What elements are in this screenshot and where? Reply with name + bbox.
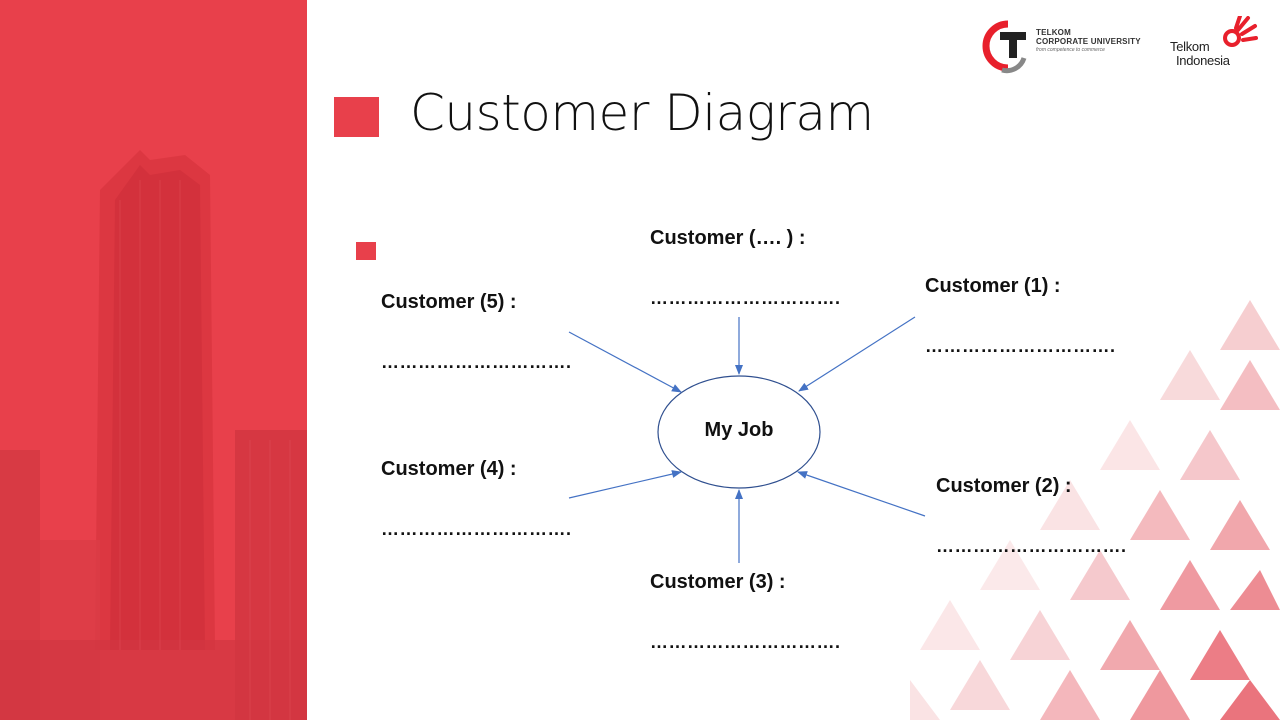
customer-top-label: Customer (…. ) : — [650, 227, 806, 249]
title-accent-square — [334, 97, 379, 137]
customer-3-label: Customer (3) : — [650, 571, 786, 593]
telkom-indonesia-hand-icon — [1223, 16, 1258, 47]
my-job-label: My Job — [704, 419, 774, 441]
ti-line1: Telkom — [1170, 39, 1210, 54]
customer-3-value: …………………………. — [650, 632, 841, 652]
arrow-c5 — [568, 331, 682, 393]
customer-5-label: Customer (5) : — [381, 291, 517, 313]
arrow-c4 — [568, 470, 682, 499]
telkom-indonesia-logo: Telkom Indonesia — [1170, 40, 1230, 68]
ti-line2: Indonesia — [1176, 53, 1230, 68]
customer-4-label: Customer (4) : — [381, 458, 517, 480]
customer-2-label: Customer (2) : — [936, 475, 1072, 497]
customer-top-value: …………………………. — [650, 288, 841, 308]
left-decorative-panel — [0, 0, 307, 720]
building-silhouette-image — [0, 0, 307, 720]
arrow-c2 — [797, 471, 926, 517]
customer-1-label: Customer (1) : — [925, 275, 1061, 297]
tcu-line1: TELKOM — [1036, 28, 1071, 37]
tcu-logo-text: TELKOM CORPORATE UNIVERSITY from compete… — [1036, 28, 1141, 53]
customer-1-value: …………………………. — [925, 336, 1116, 356]
triangle-pattern-decoration — [910, 300, 1280, 720]
telkom-corporate-university-logo — [982, 20, 1027, 74]
tcu-line2: CORPORATE UNIVERSITY — [1036, 37, 1141, 46]
slide-title: Customer Diagram — [410, 84, 874, 142]
arrow-c1 — [798, 316, 916, 392]
customer-5-value: …………………………. — [381, 352, 572, 372]
bullet-square — [356, 242, 376, 260]
customer-2-value: …………………………. — [936, 536, 1127, 556]
tcu-tagline: from competence to commerce — [1036, 47, 1105, 53]
customer-4-value: …………………………. — [381, 519, 572, 539]
